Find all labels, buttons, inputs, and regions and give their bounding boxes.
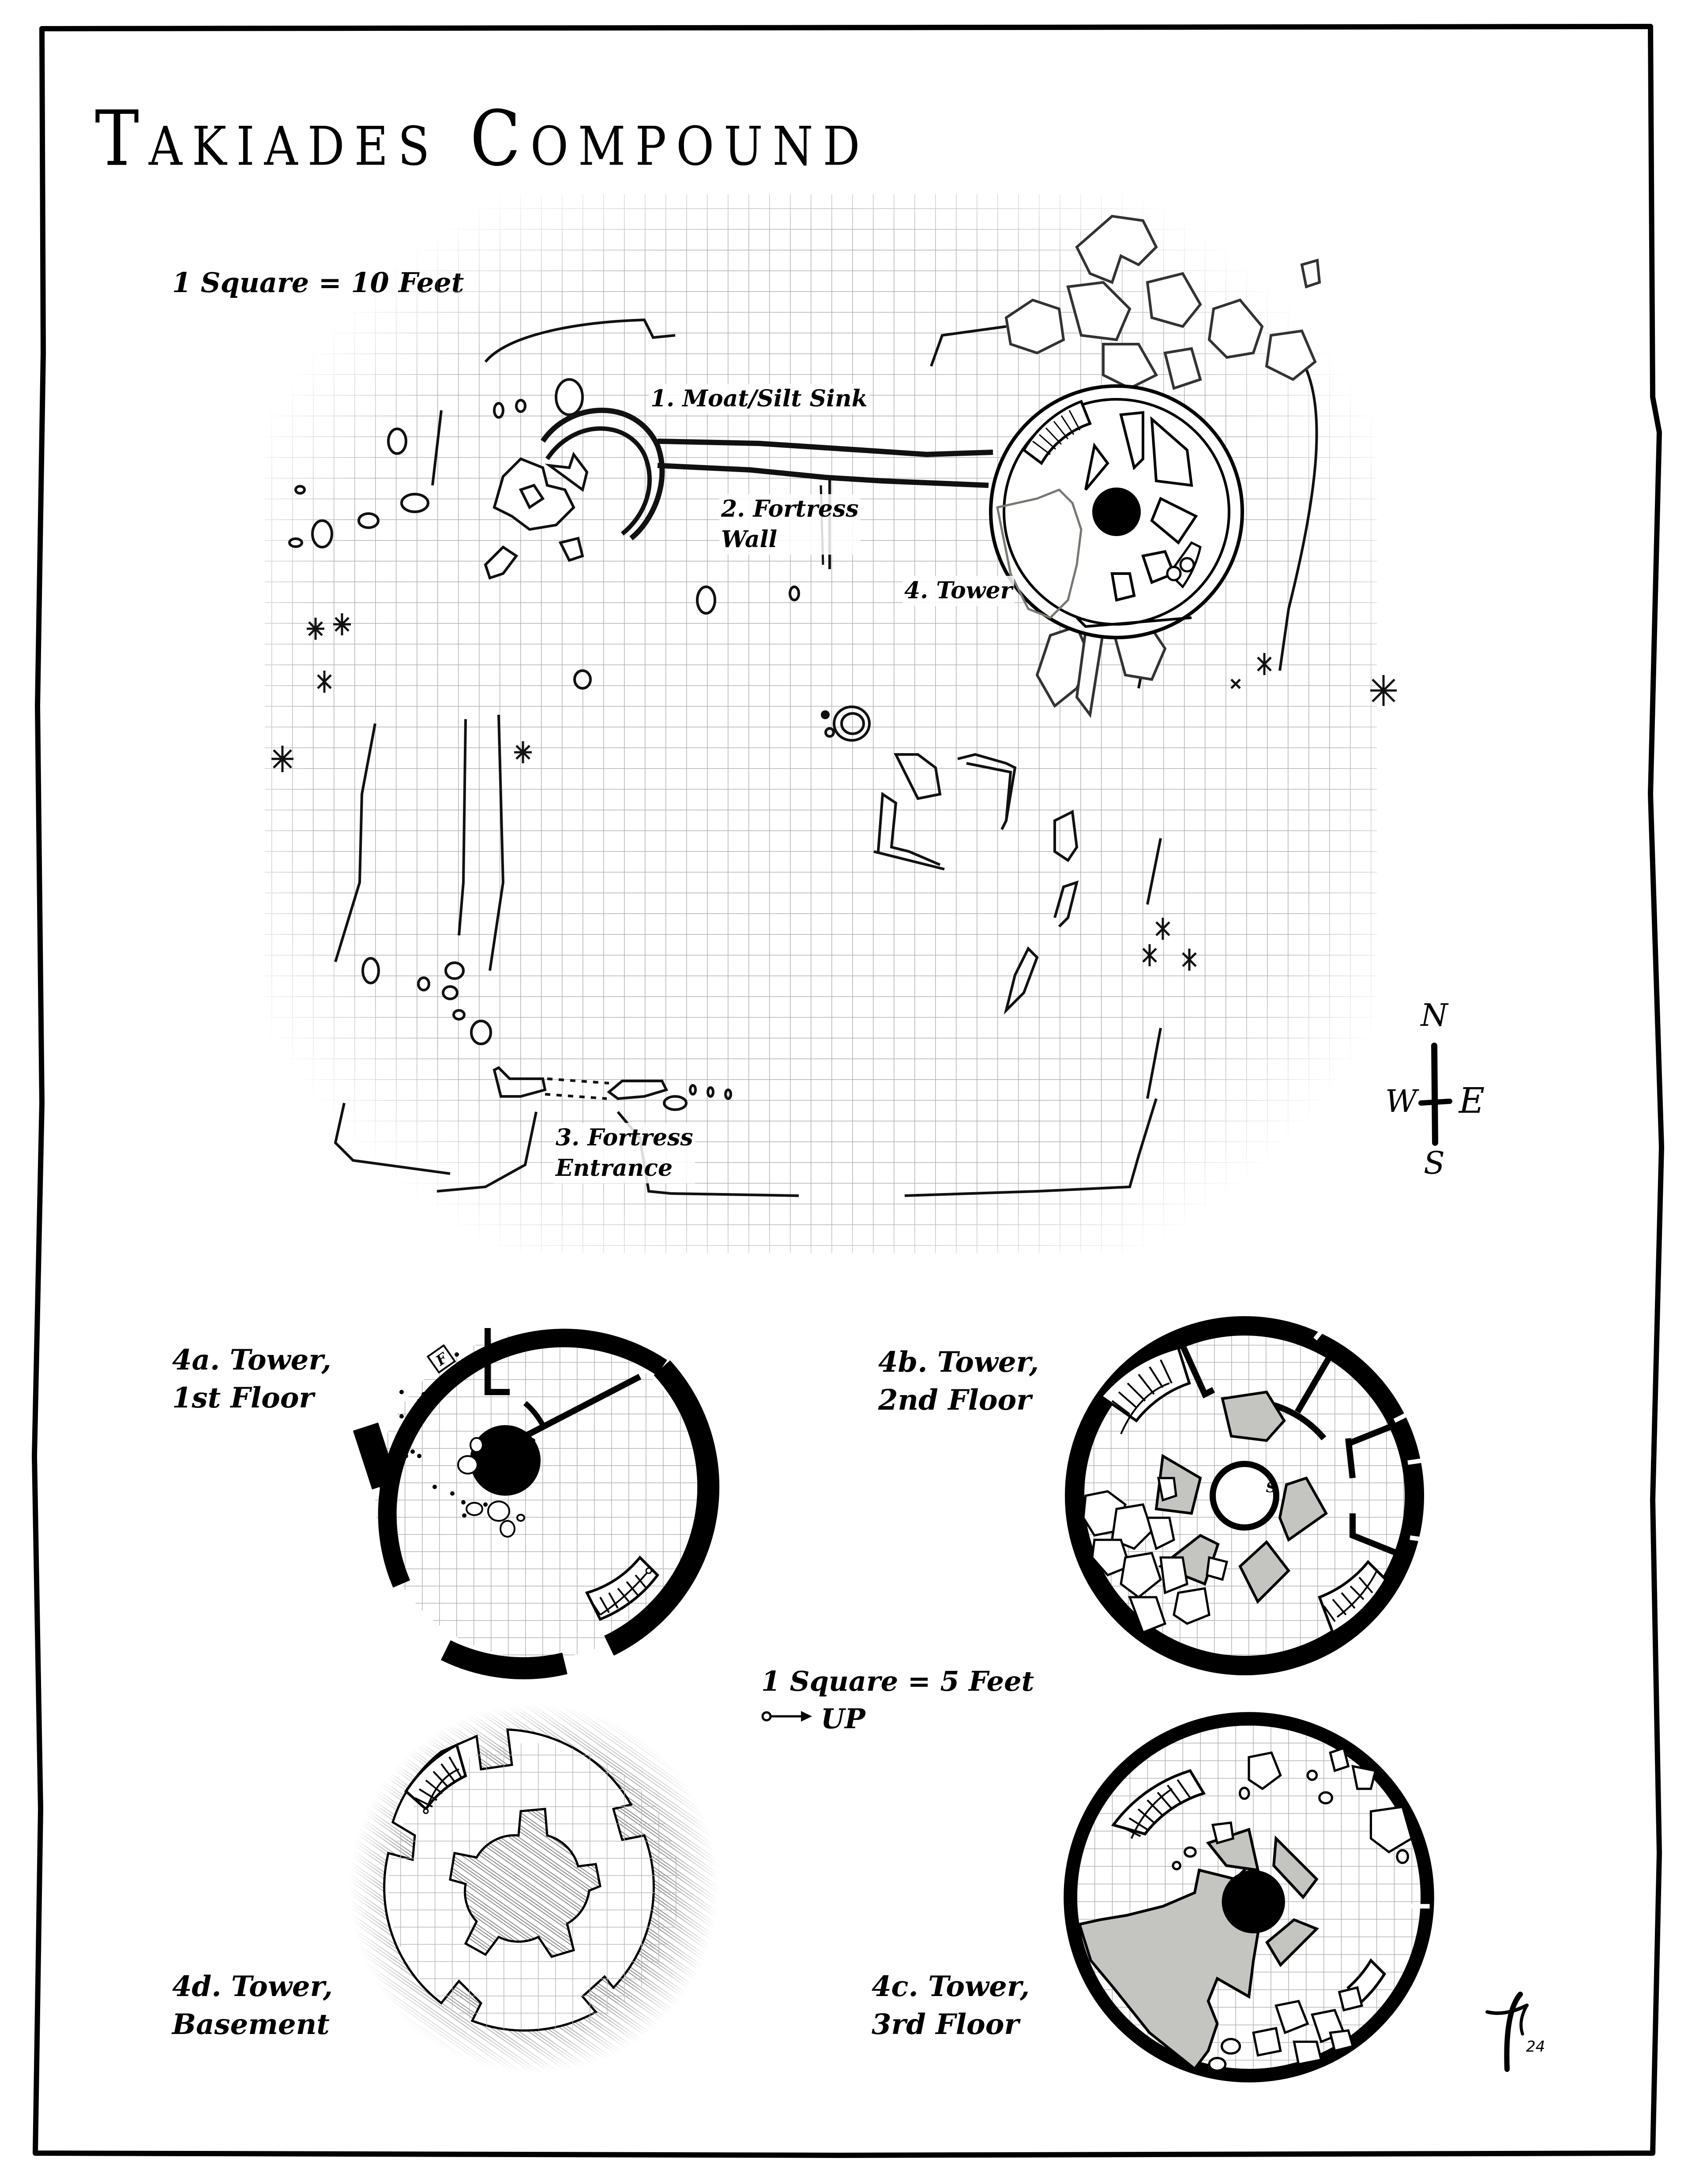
main-grid [265,194,1377,1253]
rubble [1082,1477,1229,1634]
tower-scale-label: 1 Square = 5 Feet [761,1665,1034,1697]
central-pillar [1222,1870,1285,1933]
artist-signature: 24 [1485,1992,1545,2072]
label-floor-4d: 4d. Tower, Basement [172,1968,333,2044]
compass-east: E [1458,1080,1485,1121]
shrub-icon [514,741,532,763]
label-floor-4a-line2: 1st Floor [172,1381,314,1415]
label-floor-4c: 4c. Tower, 3rd Floor [872,1968,1030,2044]
compass-north: N [1420,997,1449,1033]
fortress-entrance [492,1066,732,1111]
label-fortress-wall-line1: 2. Fortress [721,495,859,522]
label-fortress-wall: 2. Fortress Wall [719,494,861,555]
tower-plan-1st-floor: F [353,1328,720,1680]
collapsed-floor [1078,1862,1259,2071]
map-title: Takiades Compound [95,95,870,184]
moat-silt-sink [541,408,665,540]
compass-needle-icon [1431,1043,1438,1146]
label-fortress-entrance-line2: Entrance [556,1154,673,1182]
shrub-icon [1182,949,1197,971]
compound-map [265,194,1397,1253]
shrub-icon [1155,918,1170,940]
stairs [1111,1769,1206,1836]
central-pillar [470,1425,541,1496]
label-fortress-wall-line2: Wall [721,525,778,553]
label-floor-4c-line1: 4c. Tower, [872,1970,1030,2003]
rubble [1172,1746,1413,2072]
shrub-icon [317,671,332,693]
fountain-marker: F [426,1344,456,1374]
stairs [1318,1560,1387,1635]
up-arrow-icon [761,1711,812,1722]
ruin-walls [873,753,1079,1015]
rubble-west [288,378,800,690]
shrub-icon [1230,679,1241,689]
tower-shaft [1092,488,1141,536]
rubble-northeast [1004,214,1321,718]
ruined-walls [334,318,1318,1197]
well [821,705,871,742]
star-pillar [449,1808,602,1958]
outer-wall [1064,1712,1434,2083]
shrub-icon [333,613,351,635]
label-floor-4b-line1: 4b. Tower, [878,1346,1039,1379]
label-tower: 4. Tower [902,576,1015,606]
shrubs [271,613,1397,971]
secret-door-marker: S [1266,1479,1276,1496]
label-floor-4c-line2: 3rd Floor [872,2008,1019,2041]
rubble-southwest [361,957,492,1045]
compass-west: W [1385,1083,1419,1119]
shrub-icon [1142,944,1157,966]
tower-plan-2nd-floor: S [1065,1316,1426,1675]
outer-wall [604,1360,720,1656]
shrub-icon [307,618,324,640]
label-floor-4d-line1: 4d. Tower, [172,1970,333,2003]
tower-main [989,384,1244,639]
shrub-icon [1257,653,1272,675]
label-floor-4b-line2: 2nd Floor [878,1384,1031,1417]
shrub-icon [271,746,293,772]
label-floor-4b: 4b. Tower, 2nd Floor [878,1343,1039,1420]
compass-south: S [1424,1145,1445,1181]
outer-wall [1065,1316,1424,1675]
label-fortress-entrance: 3. Fortress Entrance [554,1123,695,1184]
signature-year: 24 [1526,2038,1545,2056]
tower-plan-3rd-floor [1064,1712,1434,2083]
label-fortress-entrance-line1: 3. Fortress [556,1124,693,1151]
label-floor-4a-line1: 4a. Tower, [172,1343,331,1377]
legend-up-label: UP [821,1703,865,1735]
tower-plan-basement [349,1703,719,2074]
shrub-icon [1370,675,1397,706]
label-moat-silt-sink: 1. Moat/Silt Sink [649,384,869,414]
compass-rose: N W E S [1385,997,1485,1181]
label-floor-4a: 4a. Tower, 1st Floor [172,1341,331,1418]
label-floor-4d-line2: Basement [172,2008,330,2041]
